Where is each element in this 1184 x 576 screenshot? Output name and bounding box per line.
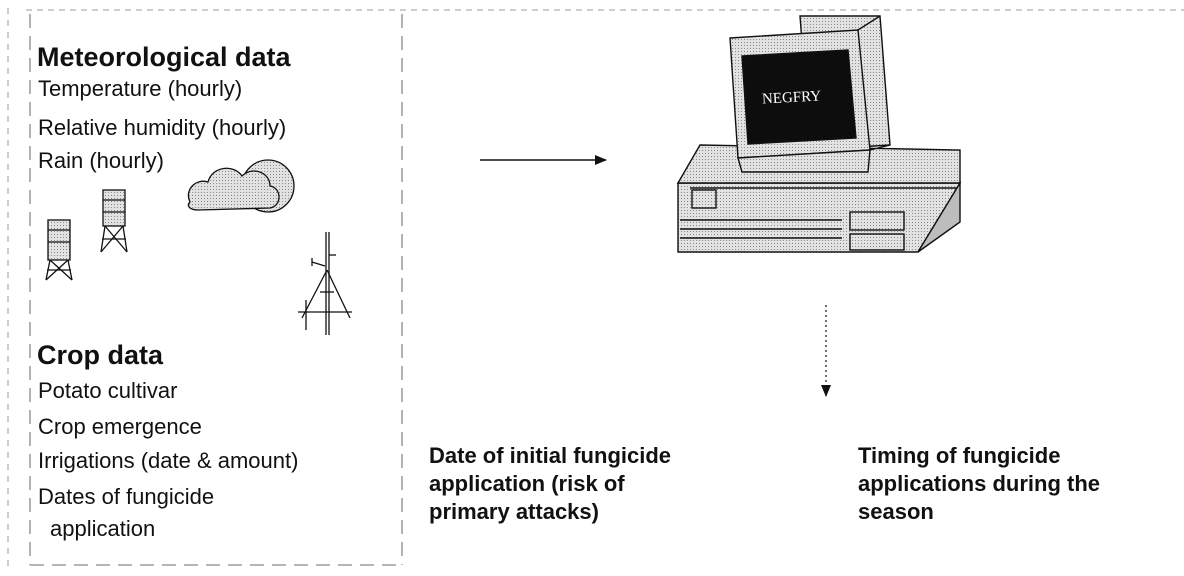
output-initial-line: application (risk of bbox=[429, 471, 625, 496]
instrument-mast-icon bbox=[298, 232, 352, 335]
crop-item-fungicide-application: application bbox=[50, 516, 156, 541]
crop-item-irrigations: Irrigations (date & amount) bbox=[38, 448, 299, 473]
crop-item-cultivar: Potato cultivar bbox=[38, 378, 178, 403]
output-initial-fungicide-date: Date of initial fungicide application (r… bbox=[429, 442, 809, 526]
meteorological-item-relative-humidity: Relative humidity (hourly) bbox=[38, 115, 287, 140]
output-fungicide-timing: Timing of fungicide applications during … bbox=[858, 442, 1178, 526]
cloud-sun-icon bbox=[187, 159, 295, 213]
desktop-computer-icon bbox=[676, 15, 962, 253]
weather-station-icon bbox=[100, 189, 128, 253]
weather-station-icon bbox=[45, 219, 73, 281]
crop-data-heading: Crop data bbox=[37, 340, 164, 370]
output-initial-line: primary attacks) bbox=[429, 499, 599, 524]
crop-item-emergence: Crop emergence bbox=[38, 414, 202, 439]
output-timing-line: season bbox=[858, 499, 934, 524]
output-timing-line: applications during the bbox=[858, 471, 1101, 496]
meteorological-item-rain: Rain (hourly) bbox=[38, 148, 164, 173]
crop-item-fungicide-dates: Dates of fungicide bbox=[38, 484, 215, 509]
meteorological-item-temperature: Temperature (hourly) bbox=[38, 76, 243, 101]
output-initial-line: Date of initial fungicide bbox=[429, 443, 672, 468]
model-screen-label: NEGFRY bbox=[761, 88, 822, 108]
input-panel-border bbox=[7, 8, 1184, 568]
output-timing-line: Timing of fungicide bbox=[858, 443, 1061, 468]
meteorological-data-heading: Meteorological data bbox=[37, 42, 291, 72]
